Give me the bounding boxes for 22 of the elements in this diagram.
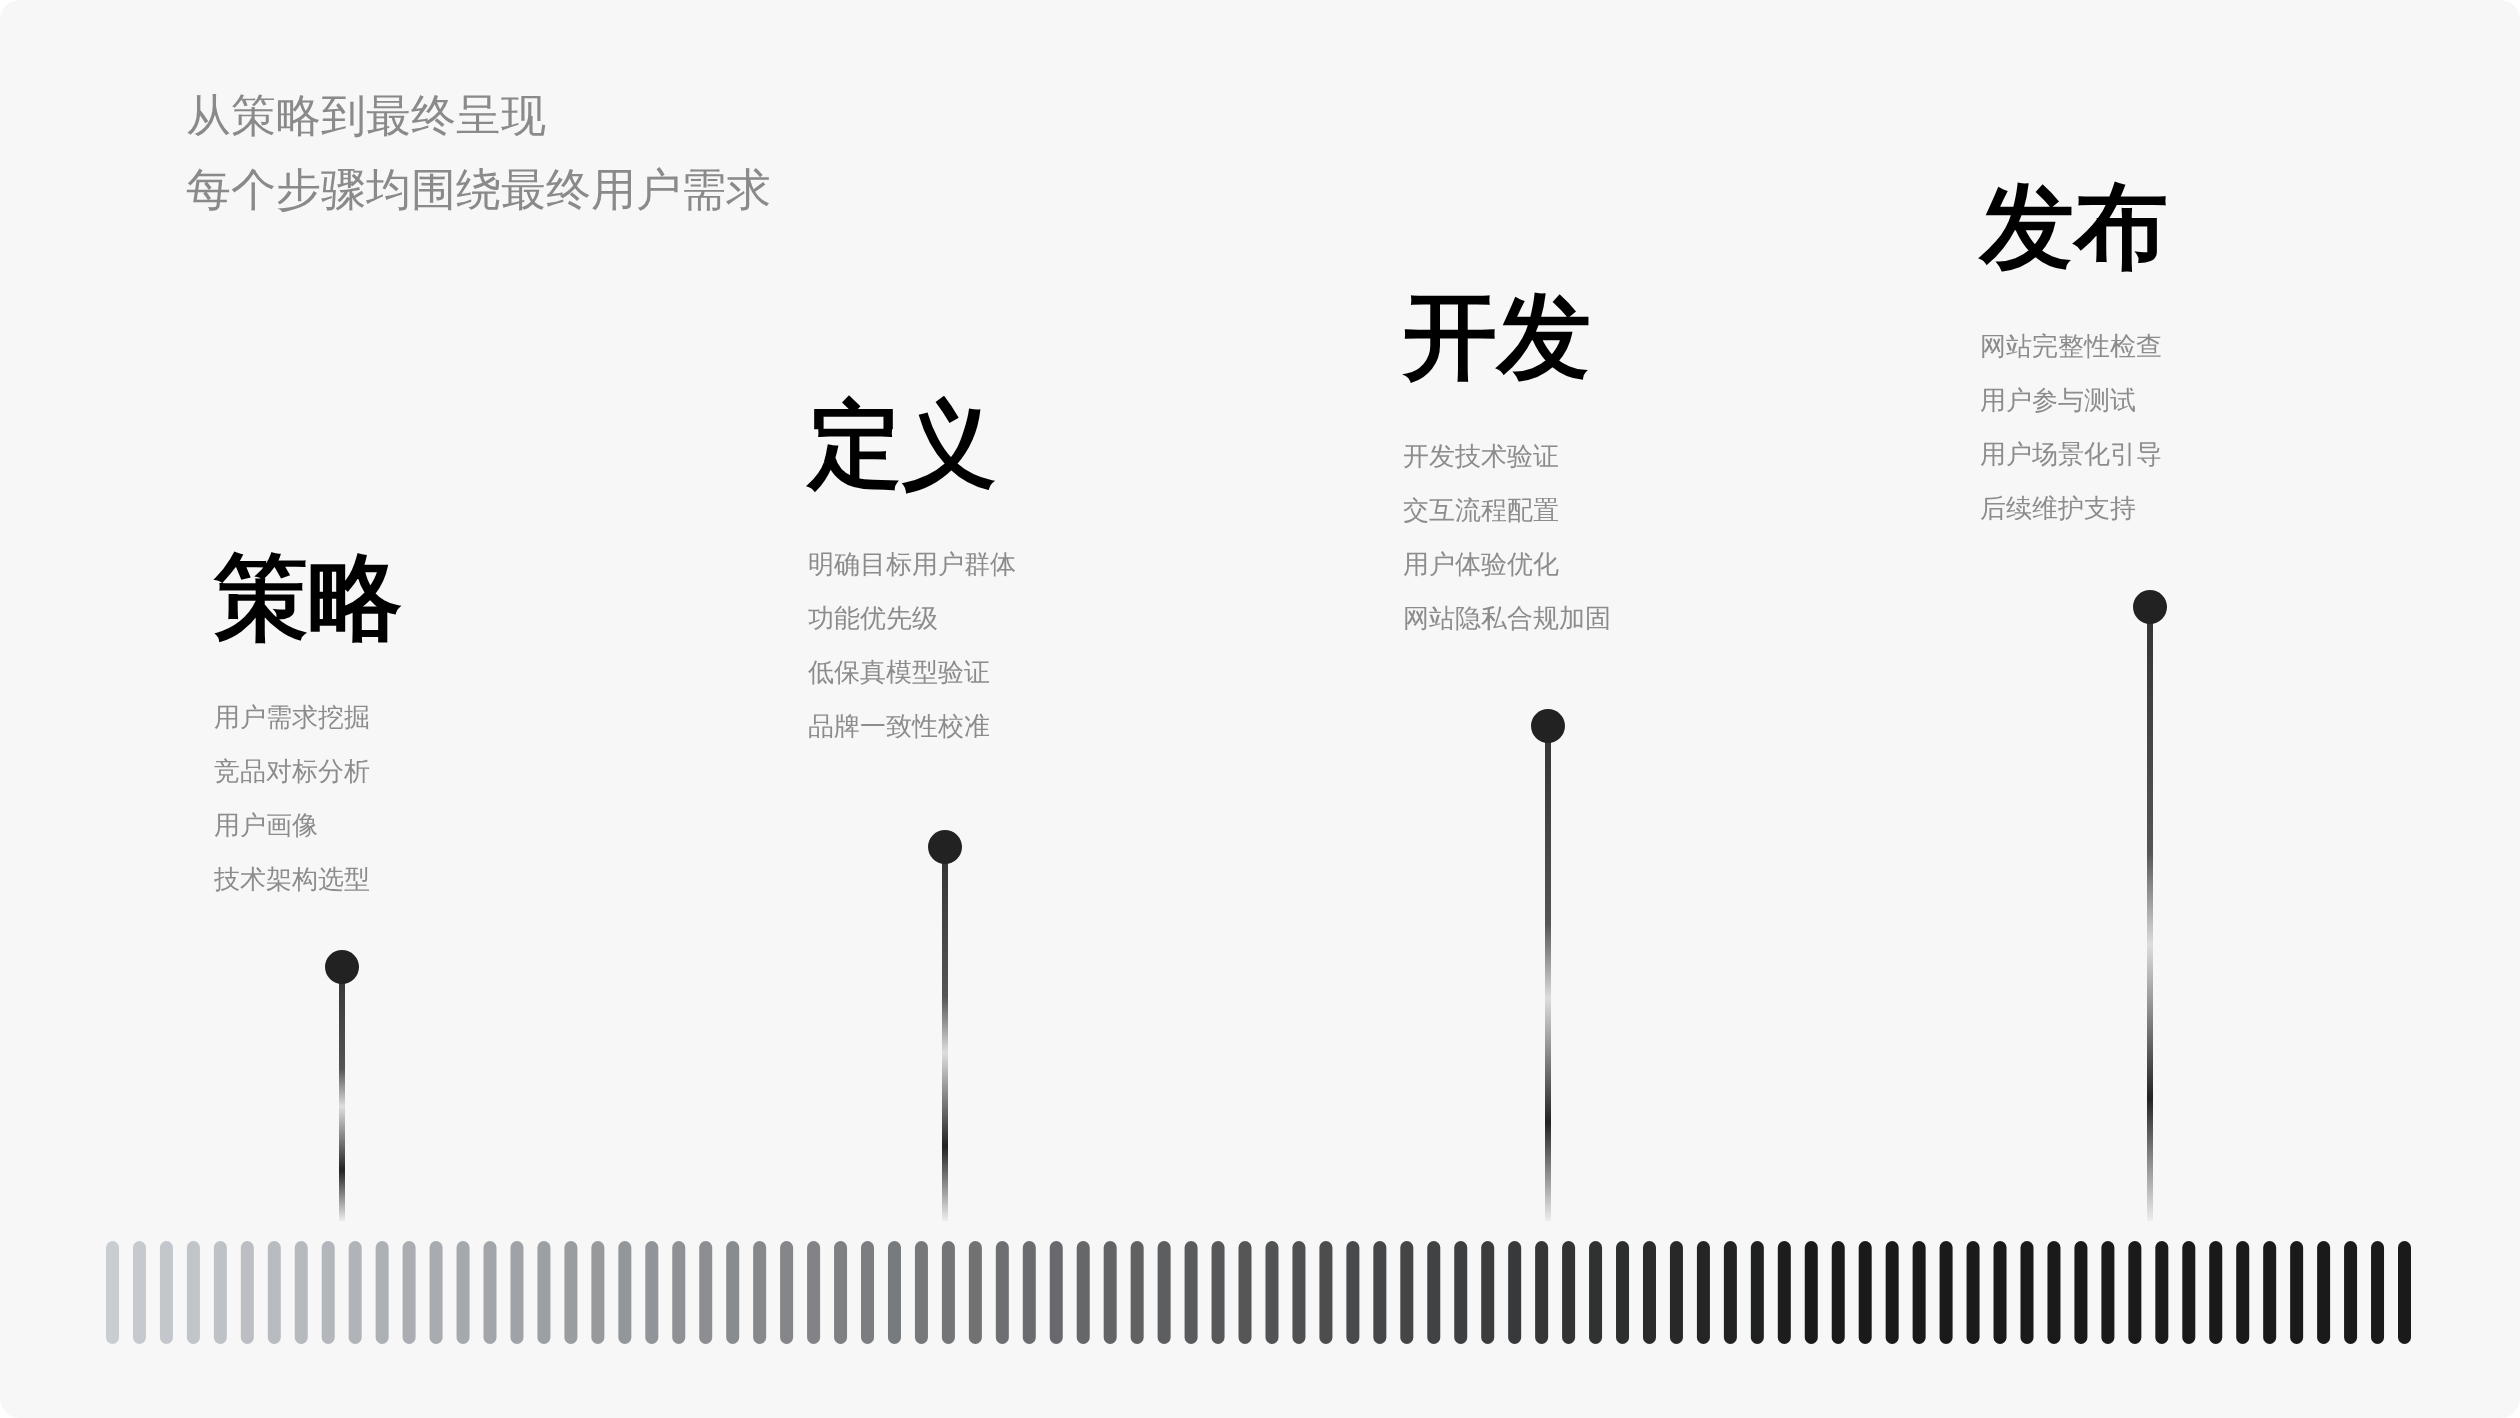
stage-task: 明确目标用户群体 — [808, 548, 1016, 581]
stage-task: 竞品对标分析 — [214, 755, 371, 788]
stage-task: 低保真模型验证 — [808, 656, 991, 689]
stage-heading: 定义 — [808, 389, 996, 501]
stage-task: 网站隐私合规加固 — [1403, 602, 1611, 635]
subtitle-text: 每个步骤均围绕最终用户需求 — [186, 162, 771, 218]
stage-heading: 发布 — [1980, 171, 2168, 283]
stage-heading: 开发 — [1403, 281, 1591, 393]
stage-task: 网站完整性检查 — [1980, 330, 2163, 363]
stage-task: 技术架构选型 — [214, 863, 371, 896]
stage-task: 功能优先级 — [808, 602, 939, 635]
stage-task: 品牌一致性校准 — [808, 710, 991, 743]
stage-heading: 策略 — [214, 542, 402, 654]
stage-task: 用户体验优化 — [1403, 548, 1560, 581]
stage-task: 用户参与测试 — [1980, 384, 2137, 417]
subtitle-text: 从策略到最终呈现 — [186, 88, 546, 144]
stage-task: 交互流程配置 — [1403, 494, 1560, 527]
stage-task: 后续维护支持 — [1980, 492, 2137, 525]
stage-task: 用户场景化引导 — [1980, 438, 2163, 471]
stage-task: 开发技术验证 — [1403, 440, 1560, 473]
stage-task: 用户需求挖掘 — [214, 701, 371, 734]
stage-task: 用户画像 — [214, 809, 319, 842]
